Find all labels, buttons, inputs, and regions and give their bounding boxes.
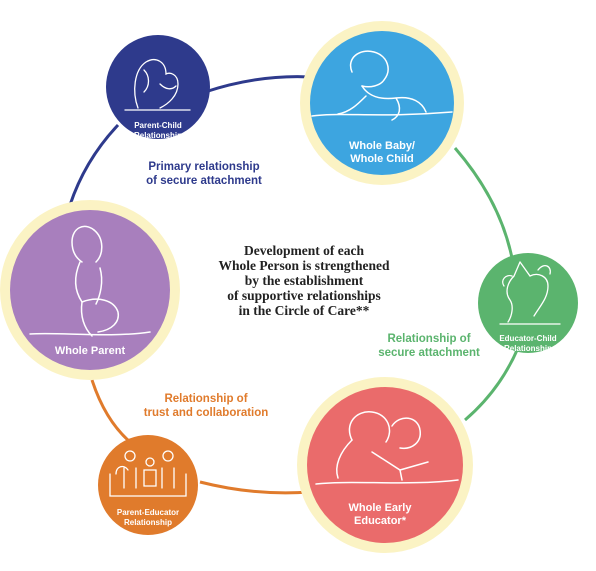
connector-baby-to-educator-child	[453, 147, 514, 259]
educator-child-label-line2: Relationship	[504, 344, 552, 353]
baby-crawling-icon	[311, 50, 453, 121]
center-text-line2: Whole Person is strengthened	[218, 258, 390, 273]
secure-relationship-line1: Relationship of	[387, 333, 470, 345]
whole-baby-label-line1: Whole Baby/	[349, 140, 415, 152]
node-parent-educator: Parent-Educator Relationship	[98, 435, 198, 535]
relationship-secure: Relationship of secure attachment	[378, 333, 480, 359]
whole-parent-label: Whole Parent	[55, 345, 126, 357]
node-whole-baby: Whole Baby/ Whole Child	[300, 21, 464, 185]
primary-relationship-line2: of secure attachment	[146, 175, 262, 187]
center-text-line1: Development of each	[244, 243, 364, 258]
primary-relationship-line1: Primary relationship	[148, 161, 259, 173]
whole-educator-label-line2: Educator*	[354, 515, 407, 527]
parent-child-label-line2: Relationship	[134, 131, 182, 140]
educator-child-label-line1: Educator-Child	[499, 334, 556, 343]
trust-relationship-line2: trust and collaboration	[144, 407, 269, 419]
center-text-line5: in the Circle of Care**	[239, 303, 370, 318]
whole-educator-label-line1: Whole Early	[349, 502, 413, 514]
connector-parent-to-parent-educator	[90, 379, 131, 444]
parent-child-label-line1: Parent-Child	[134, 121, 182, 130]
family-on-sofa-icon	[109, 450, 187, 497]
node-whole-parent: Whole Parent	[0, 200, 180, 380]
secure-relationship-line2: secure attachment	[378, 347, 480, 359]
node-whole-educator: Whole Early Educator*	[297, 377, 473, 553]
parent-holding-child-icon	[124, 59, 191, 111]
parent-educator-label-line2: Relationship	[124, 518, 172, 527]
center-text-line3: by the establishment	[245, 273, 364, 288]
whole-baby-label-line2: Whole Child	[350, 153, 414, 165]
educator-child-highfive-icon	[499, 261, 561, 325]
connector-parent-to-parent-child	[68, 123, 120, 206]
relationship-trust: Relationship of trust and collaboration	[144, 393, 269, 419]
educator-reading-icon	[315, 411, 459, 485]
node-educator-child: Educator-Child Relationship	[478, 253, 578, 353]
center-description: Development of each Whole Person is stre…	[218, 243, 390, 318]
pregnant-parent-icon	[29, 225, 151, 337]
node-parent-child: Parent-Child Relationship	[106, 35, 210, 140]
trust-relationship-line1: Relationship of	[164, 393, 247, 405]
connector-parent-educator-to-educator	[199, 480, 311, 495]
connector-educator-child-to-educator	[464, 347, 520, 422]
parent-educator-label-line1: Parent-Educator	[117, 508, 179, 517]
relationship-primary: Primary relationship of secure attachmen…	[146, 161, 262, 187]
center-text-line4: of supportive relationships	[227, 288, 381, 303]
